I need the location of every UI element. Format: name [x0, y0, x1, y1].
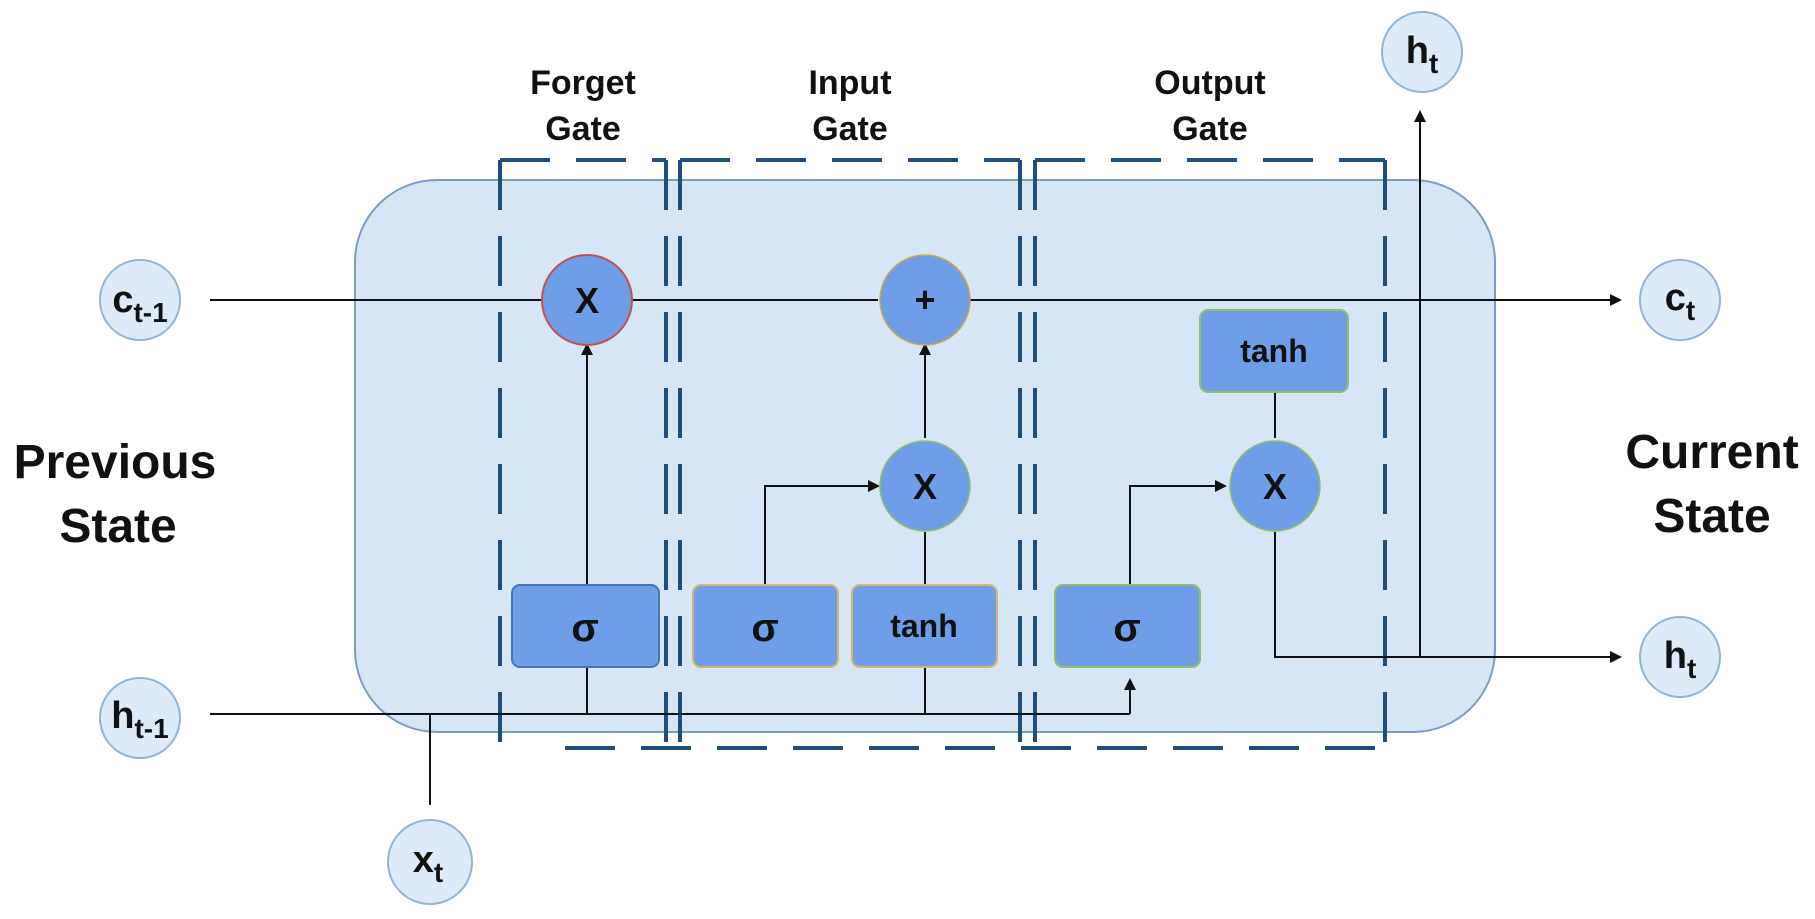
forget-gate-border [498, 158, 668, 745]
h-t-right-node: ht [1639, 616, 1721, 698]
input-gate-border [678, 158, 1022, 745]
input-gate-title-line2: Gate [812, 110, 888, 148]
forget-gate-title-line2: Gate [545, 110, 621, 148]
forget-multiply-label: X [575, 280, 599, 321]
cell-add-op: + [879, 254, 971, 346]
svg-text:ht-1: ht-1 [111, 695, 168, 744]
output-multiply-to-hidden [1274, 532, 1622, 663]
forget-multiply-op: X [541, 254, 633, 346]
svg-text:xt: xt [413, 839, 443, 888]
input-sigma-label: σ [751, 606, 778, 650]
c-prev-sub: t-1 [133, 297, 167, 328]
input-sigma-to-multiply [764, 480, 880, 585]
c-prev-base: c [112, 279, 133, 321]
output-gate-border [1033, 158, 1387, 745]
input-tanh-box: tanh [851, 584, 998, 668]
cell-tanh-label: tanh [1240, 333, 1308, 369]
h-prev-base: h [111, 695, 134, 737]
current-state-line1: Current [1625, 426, 1798, 479]
h-t-top-node: ht [1381, 11, 1463, 93]
output-gate-title-line1: Output [1154, 64, 1265, 102]
input-gate-title-line1: Input [808, 64, 891, 102]
connections [210, 110, 1622, 805]
forget-gate-title-line1: Forget [530, 64, 636, 102]
h-t-right-base: h [1664, 635, 1687, 677]
output-sigma-to-multiply [1129, 480, 1227, 585]
c-t-sub: t [1686, 295, 1695, 326]
output-gate-title-line2: Gate [1172, 110, 1248, 148]
output-sigma-box: σ [1054, 584, 1201, 668]
output-sigma-label: σ [1113, 606, 1140, 650]
cell-tanh-box: tanh [1199, 309, 1349, 393]
cell-add-label: + [914, 279, 935, 320]
h-t-top-sub: t [1429, 48, 1438, 79]
input-sigma-box: σ [692, 584, 839, 668]
h-t-right-sub: t [1687, 653, 1696, 684]
h-prev-sub: t-1 [134, 713, 168, 744]
input-multiply-op: X [879, 440, 971, 532]
x-t-sub: t [434, 857, 443, 888]
svg-text:ht: ht [1406, 30, 1439, 79]
x-t-base: x [413, 839, 434, 881]
x-t-node: xt [387, 819, 473, 905]
c-t-base: c [1665, 277, 1686, 319]
h-prev-node: ht-1 [99, 677, 181, 759]
svg-text:ct: ct [1665, 277, 1695, 326]
svg-text:ct-1: ct-1 [112, 279, 167, 328]
output-multiply-label: X [1263, 466, 1287, 507]
c-t-node: ct [1639, 259, 1721, 341]
previous-state-line1: Previous [14, 436, 217, 489]
output-multiply-op: X [1229, 440, 1321, 532]
input-tanh-label: tanh [890, 608, 958, 644]
svg-text:ht: ht [1664, 635, 1697, 684]
current-state-line2: State [1653, 490, 1770, 543]
forget-sigma-label: σ [571, 606, 598, 650]
previous-state-line2: State [59, 500, 176, 553]
input-multiply-label: X [913, 466, 937, 507]
forget-sigma-box: σ [511, 584, 660, 668]
h-t-top-base: h [1406, 30, 1429, 72]
c-prev-node: ct-1 [99, 259, 181, 341]
